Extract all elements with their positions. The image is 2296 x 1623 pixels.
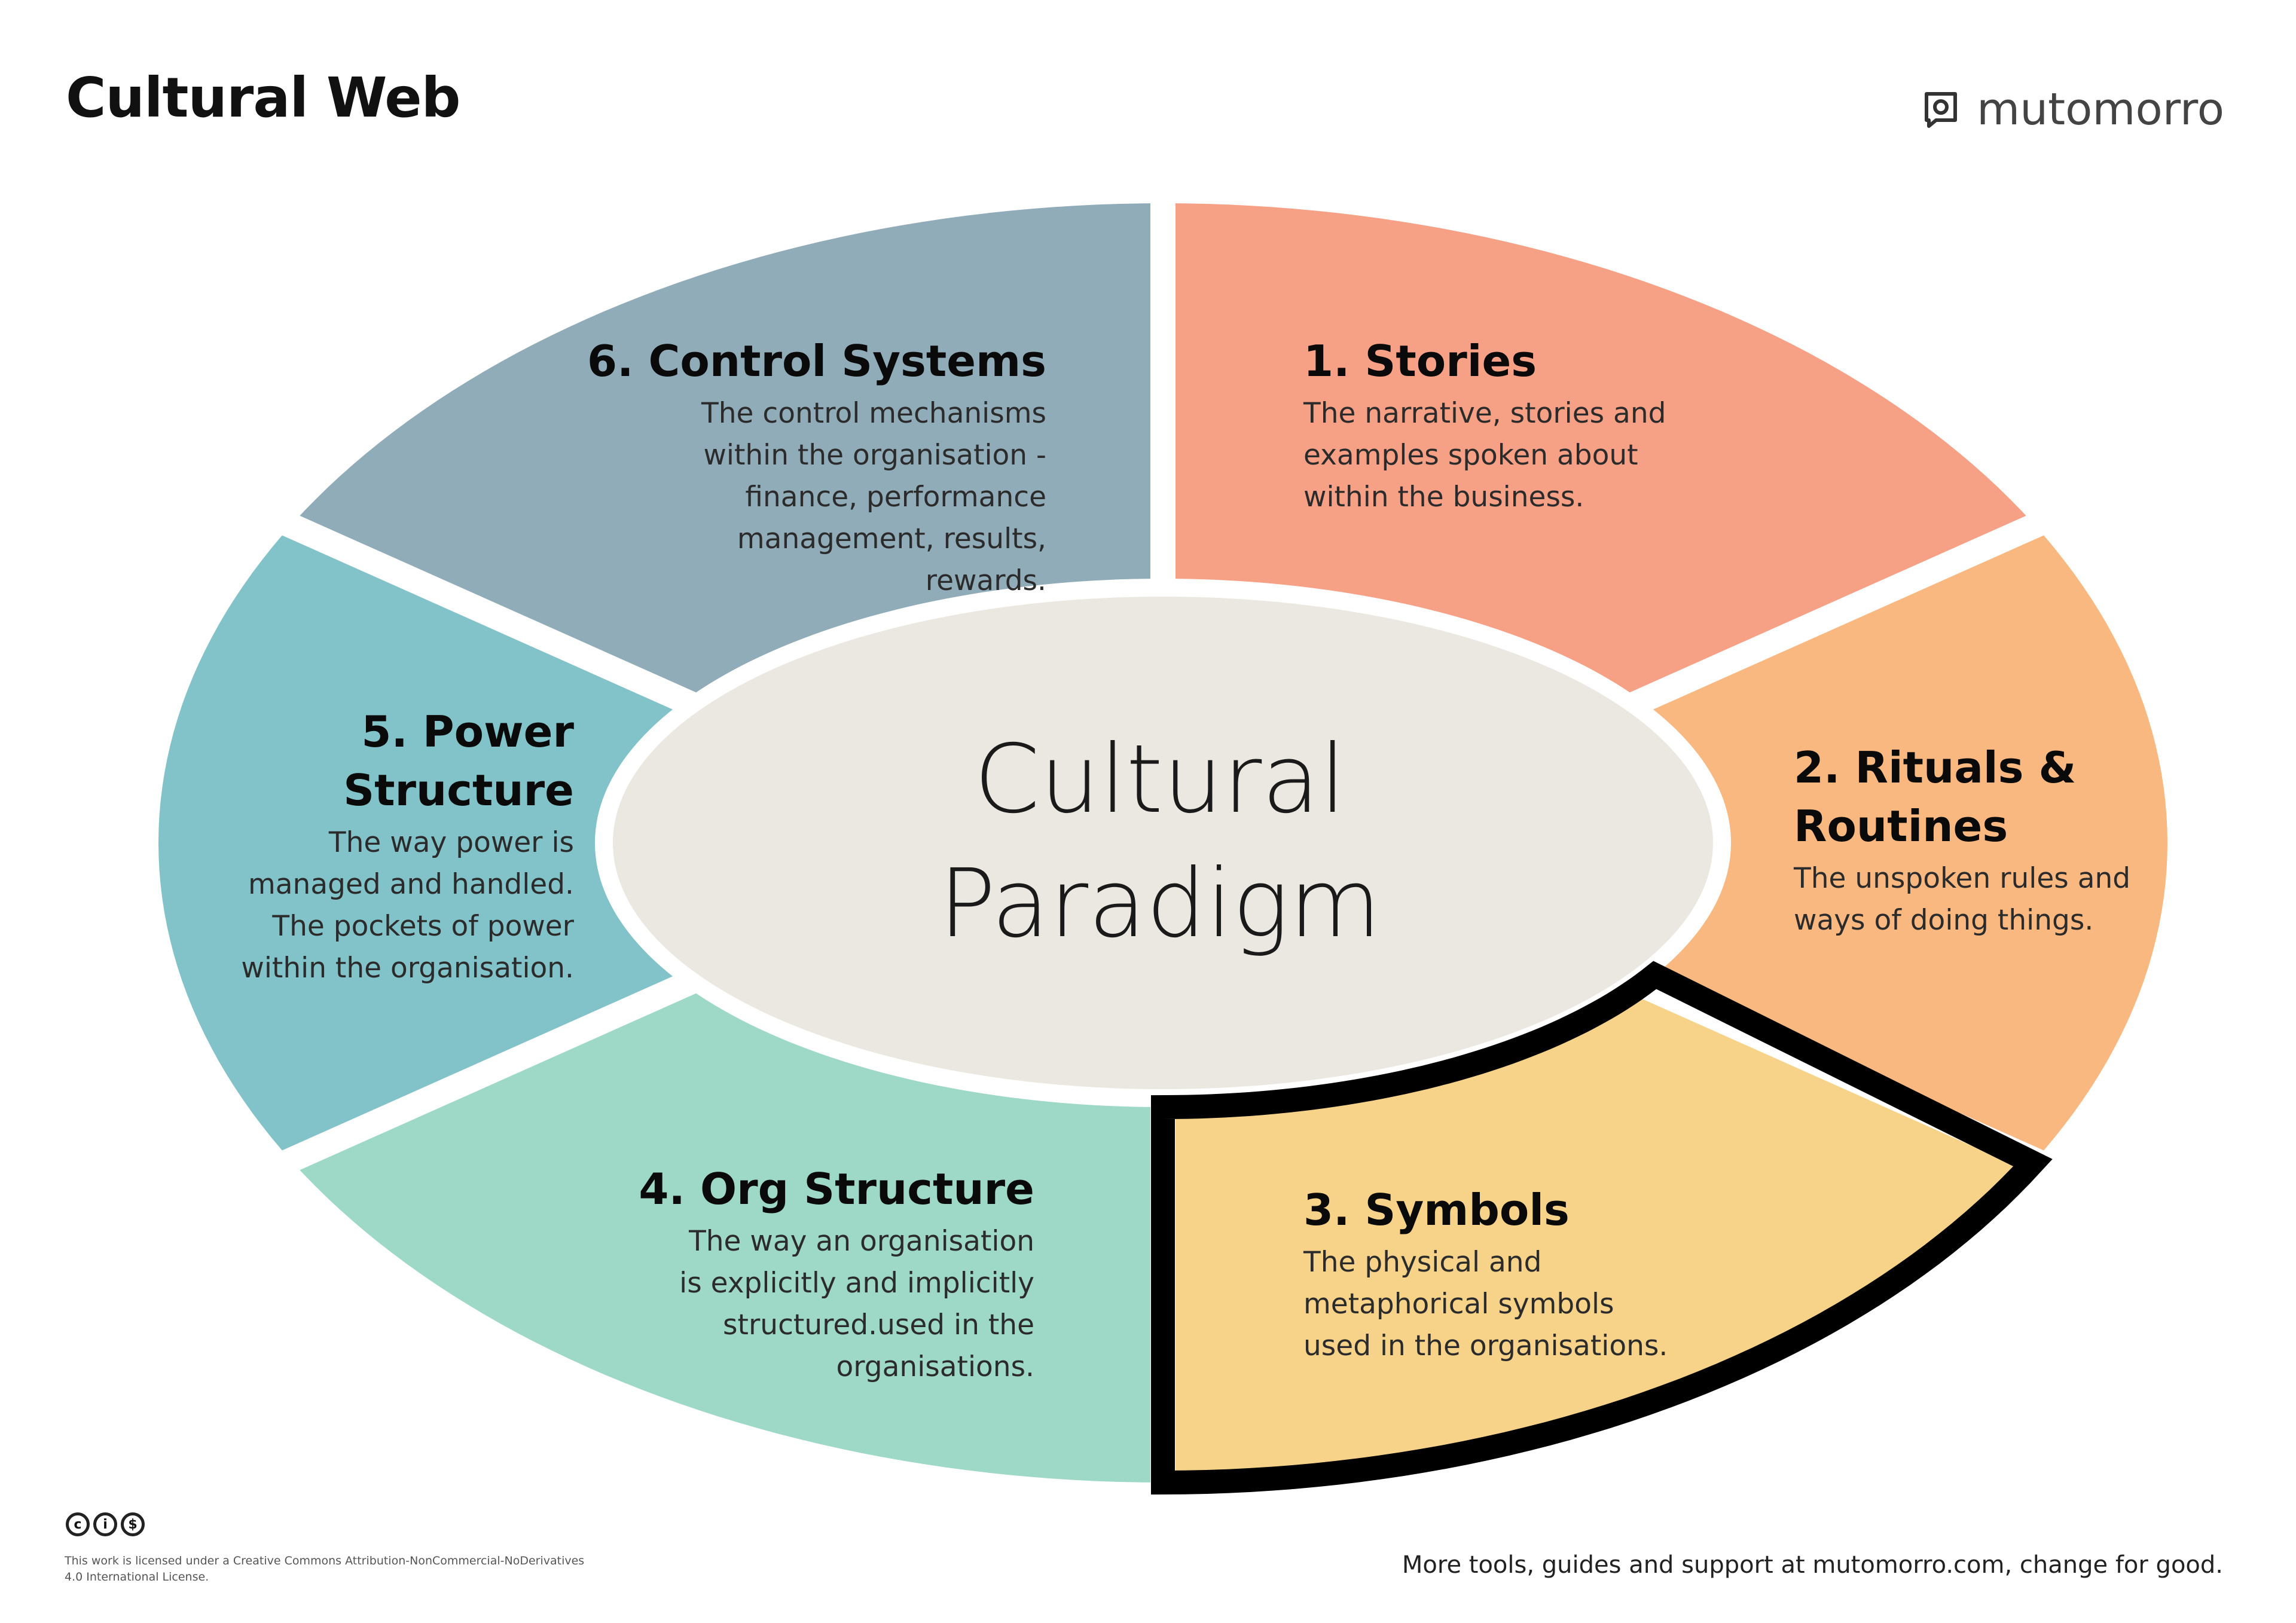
- brand-name: mutomorro: [1977, 84, 2224, 135]
- segment-rituals-title: 2. Rituals & Routines: [1794, 742, 2077, 851]
- segment-org-structure-text: 4. Org Structure The way an organisation…: [598, 1160, 1034, 1388]
- brand-logo[interactable]: mutomorro: [1923, 84, 2224, 135]
- lens-box-icon: [1925, 92, 1958, 128]
- by-icon: i: [93, 1512, 117, 1536]
- segment-3-highlight-border: [1151, 961, 2053, 1495]
- segment-symbols-title: 3. Symbols: [1303, 1185, 1570, 1235]
- segment-stories-title: 1. Stories: [1303, 336, 1537, 386]
- segment-power-structure-title: 5. Power Structure: [343, 707, 574, 815]
- segment-stories-description: The narrative, stories and examples spok…: [1303, 397, 1666, 514]
- segment-org-structure-description: The way an organisation is explicitly an…: [679, 1225, 1034, 1383]
- segment-power-structure[interactable]: [158, 523, 734, 1163]
- segment-rituals-text: 2. Rituals & Routines The unspoken rules…: [1794, 738, 2152, 942]
- segment-symbols-text: 3. Symbols The physical and metaphorical…: [1303, 1181, 1722, 1367]
- center-label: Cultural Paradigm: [831, 717, 1489, 966]
- segment-control-systems-text: 6. Control Systems The control mechanism…: [568, 332, 1046, 602]
- segment-control-systems-description: The control mechanisms within the organi…: [701, 397, 1046, 597]
- nc-icon: $: [121, 1512, 145, 1536]
- page-title: Cultural Web: [66, 66, 460, 130]
- center-ellipse: [613, 597, 1713, 1089]
- center-label-line2: Paradigm: [939, 849, 1381, 959]
- cc-icon: c: [66, 1512, 90, 1536]
- license-icons[interactable]: c i $: [66, 1512, 145, 1536]
- license-text: This work is licensed under a Creative C…: [65, 1554, 585, 1584]
- segment-power-structure-text: 5. Power Structure The way power is mana…: [197, 702, 574, 989]
- footer-tagline[interactable]: More tools, guides and support at mutomo…: [1402, 1551, 2223, 1579]
- center-label-line1: Cultural: [973, 725, 1347, 835]
- segment-control-systems-title: 6. Control Systems: [587, 336, 1046, 386]
- segment-power-structure-description: The way power is managed and handled. Th…: [241, 826, 574, 985]
- segment-stories-text: 1. Stories The narrative, stories and ex…: [1303, 332, 1782, 518]
- segment-org-structure-title: 4. Org Structure: [639, 1164, 1034, 1214]
- segment-rituals-description: The unspoken rules and ways of doing thi…: [1794, 862, 2131, 937]
- segment-symbols-description: The physical and metaphorical symbols us…: [1303, 1246, 1668, 1362]
